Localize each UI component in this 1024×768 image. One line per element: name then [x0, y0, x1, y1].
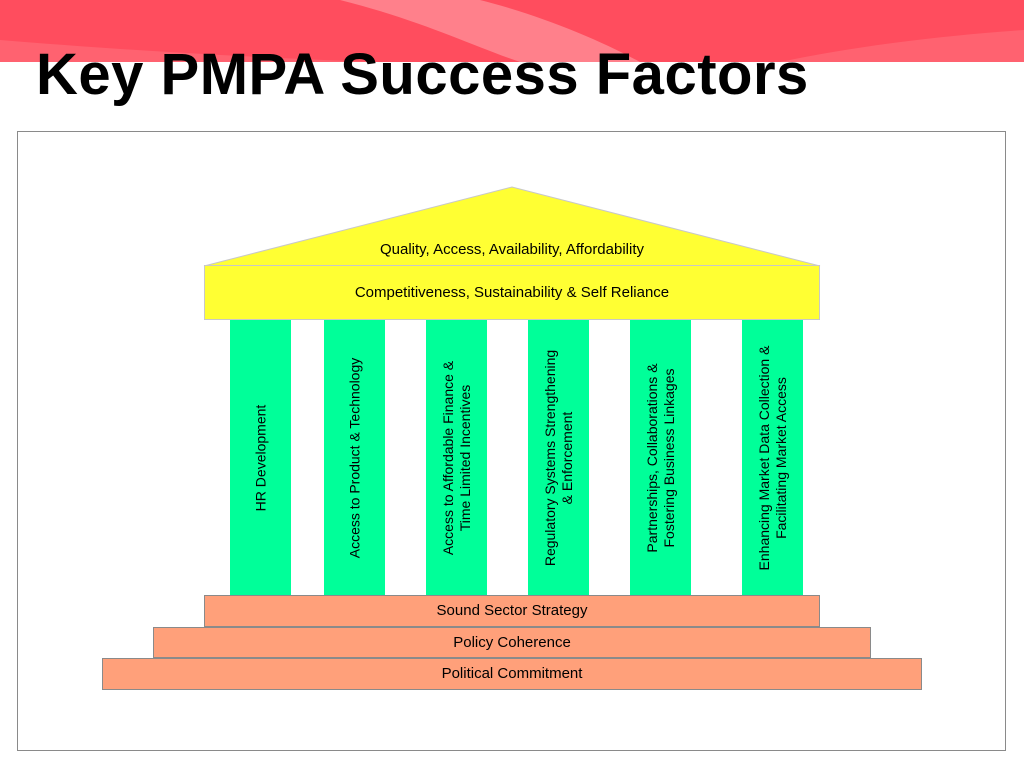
pillar-label: Access to Affordable Finance & Time Limi… [439, 360, 473, 556]
pillar-label: HR Development [252, 404, 268, 512]
pillar-partnerships: Partnerships, Collaborations & Fostering… [630, 320, 691, 596]
page-title: Key PMPA Success Factors [36, 42, 809, 107]
pillar-label: Enhancing Market Data Collection & Facil… [755, 345, 789, 571]
base-step-political-commitment: Political Commitment [102, 658, 922, 690]
pillar-regulatory-systems: Regulatory Systems Strengthening & Enfor… [528, 320, 589, 596]
pillar-label: Access to Product & Technology [346, 357, 362, 559]
pillar-hr-development: HR Development [230, 320, 291, 596]
pillar-market-data: Enhancing Market Data Collection & Facil… [742, 320, 803, 596]
base-step-policy-coherence: Policy Coherence [153, 627, 871, 658]
pillar-label: Partnerships, Collaborations & Fostering… [643, 363, 677, 553]
pillar-product-technology: Access to Product & Technology [324, 320, 385, 596]
header-banner [0, 0, 1024, 62]
base-step-sound-sector-strategy: Sound Sector Strategy [204, 595, 820, 627]
entablature: Competitiveness, Sustainability & Self R… [204, 265, 820, 320]
roof-label: Quality, Access, Availability, Affordabi… [379, 241, 645, 258]
pillar-label: Regulatory Systems Strengthening & Enfor… [541, 349, 575, 567]
pillar-affordable-finance: Access to Affordable Finance & Time Limi… [426, 320, 487, 596]
